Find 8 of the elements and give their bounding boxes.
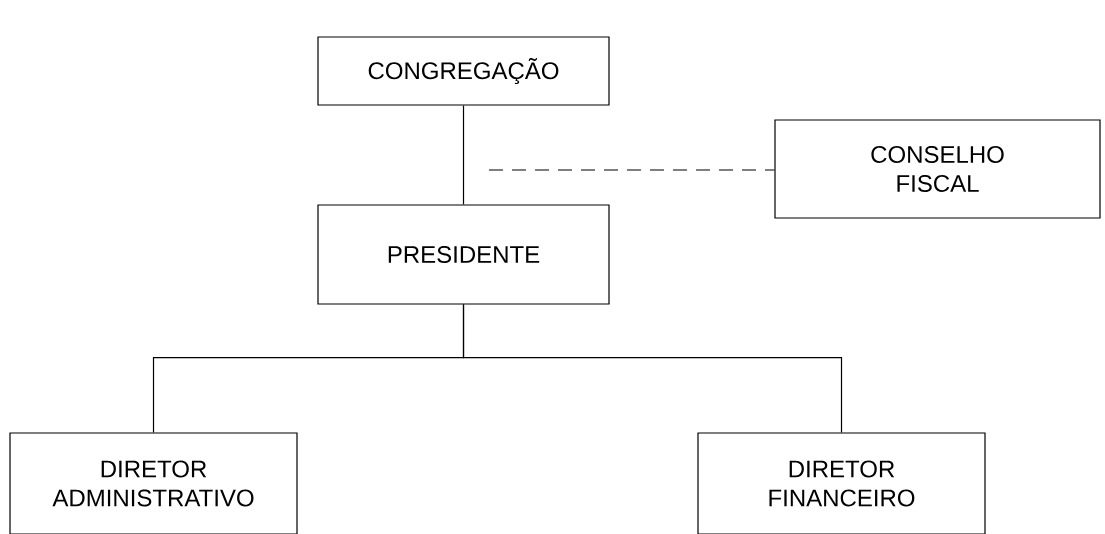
connector-line [488,169,775,171]
org-box: CONGREGAÇÃO [317,36,610,106]
connector-line [462,105,465,205]
connector-line [462,304,843,433]
org-box: PRESIDENTE [317,204,610,305]
org-box: CONSELHO FISCAL [774,119,1101,219]
org-box: DIRETOR ADMINISTRATIVO [9,432,298,534]
org-box: DIRETOR FINANCEIRO [697,432,986,534]
